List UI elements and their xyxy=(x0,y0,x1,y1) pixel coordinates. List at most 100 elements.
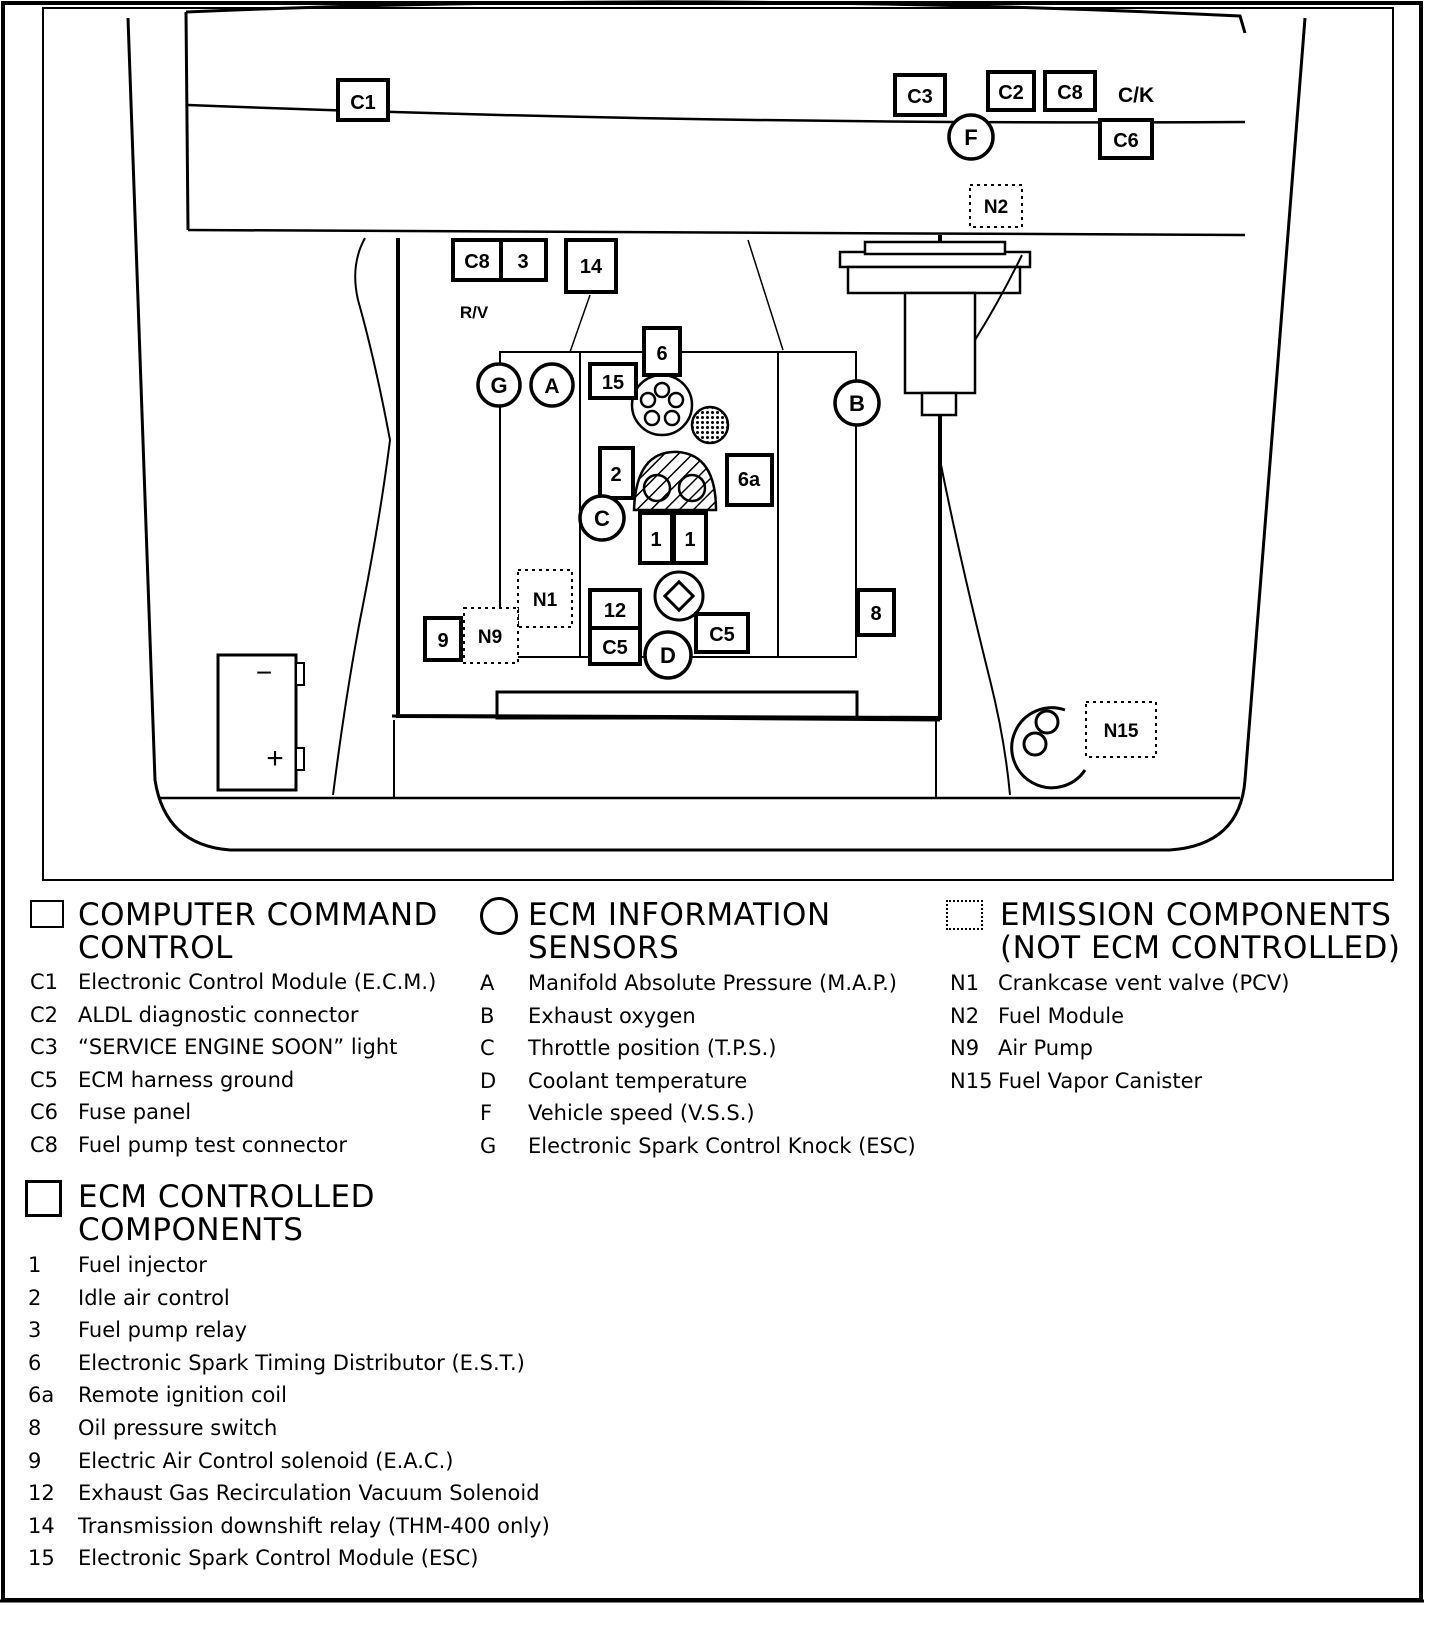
legend-item-description: Air Pump xyxy=(998,1036,1093,1060)
svg-text:C3: C3 xyxy=(907,86,933,108)
svg-text:D: D xyxy=(660,643,676,668)
ck-label: C/K xyxy=(1118,84,1154,107)
throttle-body xyxy=(632,450,718,512)
legend-item-description: Electric Air Control solenoid (E.A.C.) xyxy=(78,1448,454,1473)
legend-item-description: Exhaust oxygen xyxy=(528,1003,696,1028)
svg-text:C8: C8 xyxy=(464,251,490,273)
svg-text:C6: C6 xyxy=(1113,130,1139,152)
ccc-box-c5-right: C5 xyxy=(694,612,750,654)
legend-item-code: 14 xyxy=(28,1513,55,1538)
legend-item-code: 6a xyxy=(28,1383,55,1408)
svg-text:14: 14 xyxy=(580,256,603,278)
legend-ecm-controlled-symbol xyxy=(25,1180,62,1217)
svg-text:9: 9 xyxy=(437,630,448,652)
legend-item-description: Electronic Spark Control Knock (ESC) xyxy=(528,1133,916,1158)
svg-text:1: 1 xyxy=(684,529,695,551)
sensor-circle-c: C xyxy=(578,494,626,542)
legend-sensors-heading: ECM INFORMATION SENSORS xyxy=(528,897,831,966)
emission-box-n1: N1 xyxy=(517,569,573,628)
svg-text:15: 15 xyxy=(602,372,624,394)
legend-item-code: N15 xyxy=(950,1068,993,1093)
legend-item-description: Fuel pump test connector xyxy=(78,1132,347,1157)
legend-item-code: N1 xyxy=(950,971,980,995)
sensor-circle-f: F xyxy=(947,113,995,161)
ecm-box-14: 14 xyxy=(564,238,618,294)
svg-text:A: A xyxy=(544,375,559,398)
ccc-box-c8-mid: C8 xyxy=(451,238,503,282)
legend-item-code: C2 xyxy=(30,1002,59,1027)
legend-ccc-heading: COMPUTER COMMAND CONTROL xyxy=(78,897,438,966)
svg-text:C5: C5 xyxy=(602,637,628,659)
ecm-box-6a: 6a xyxy=(725,453,774,507)
emission-box-n9: N9 xyxy=(463,607,519,664)
ecm-box-6: 6 xyxy=(642,326,682,377)
diagram-panel-border xyxy=(42,7,1394,881)
legend-item-code: 1 xyxy=(28,1253,42,1277)
legend-emission-symbol xyxy=(946,900,983,930)
svg-text:C: C xyxy=(594,506,610,531)
svg-text:G: G xyxy=(490,373,507,398)
ccc-box-c2: C2 xyxy=(986,70,1036,112)
svg-text:2: 2 xyxy=(610,464,621,486)
battery-minus-label: − xyxy=(256,657,272,688)
legend-ecm-controlled-heading: ECM CONTROLLED COMPONENTS xyxy=(78,1179,375,1248)
legend-item-description: Throttle position (T.P.S.) xyxy=(528,1036,777,1060)
sensor-circle-a: A xyxy=(529,362,575,408)
legend-item-code: C3 xyxy=(30,1035,59,1059)
legend-item-code: B xyxy=(480,1003,495,1028)
legend-item-description: Fuel injector xyxy=(78,1253,207,1277)
legend-item-description: Coolant temperature xyxy=(528,1068,748,1093)
svg-text:1: 1 xyxy=(650,529,661,551)
legend-item-code: 8 xyxy=(28,1416,42,1440)
ecm-box-3: 3 xyxy=(499,238,548,282)
legend-item-code: D xyxy=(480,1068,497,1093)
legend-item-description: ALDL diagnostic connector xyxy=(78,1002,359,1027)
ecm-box-15: 15 xyxy=(588,362,638,400)
legend-item-description: Fuel pump relay xyxy=(78,1318,247,1343)
svg-text:3: 3 xyxy=(517,251,528,273)
legend-item-description: ECM harness ground xyxy=(78,1067,295,1092)
legend-item-description: Crankcase vent valve (PCV) xyxy=(998,971,1290,995)
legend-item-code: 15 xyxy=(28,1546,55,1571)
ecm-box-2: 2 xyxy=(598,446,635,500)
legend-item-description: Fuel Module xyxy=(998,1003,1125,1028)
legend-item-description: Manifold Absolute Pressure (M.A.P.) xyxy=(528,971,897,995)
legend-item-code: 2 xyxy=(28,1285,42,1310)
ecm-box-8: 8 xyxy=(856,588,896,637)
svg-text:8: 8 xyxy=(870,603,881,625)
ecm-box-1-right: 1 xyxy=(672,511,708,565)
svg-text:C2: C2 xyxy=(998,82,1024,104)
svg-text:N15: N15 xyxy=(1104,721,1139,742)
battery xyxy=(216,653,305,792)
ecm-box-12: 12 xyxy=(588,588,642,630)
legend-item-code: C8 xyxy=(30,1132,59,1157)
svg-text:N1: N1 xyxy=(533,590,558,611)
legend-item-code: G xyxy=(480,1133,497,1158)
coolant-sensor-housing xyxy=(653,570,705,622)
sensor-circle-b: B xyxy=(833,379,881,427)
ccc-box-c8-top: C8 xyxy=(1043,70,1097,112)
legend-item-description: Exhaust Gas Recirculation Vacuum Solenoi… xyxy=(78,1481,540,1506)
legend-item-description: “SERVICE ENGINE SOON” light xyxy=(78,1035,398,1059)
sensor-circle-d: D xyxy=(643,630,693,680)
legend-item-code: C xyxy=(480,1036,495,1060)
legend-item-code: 3 xyxy=(28,1318,42,1343)
svg-text:F: F xyxy=(964,125,977,150)
legend-item-code: C6 xyxy=(30,1100,59,1124)
legend-item-description: Fuel Vapor Canister xyxy=(998,1068,1203,1093)
svg-text:12: 12 xyxy=(604,600,626,622)
ccc-box-c6: C6 xyxy=(1098,118,1154,160)
svg-text:6a: 6a xyxy=(738,469,761,491)
distributor-cap xyxy=(630,373,730,445)
sensor-circle-g: G xyxy=(476,362,522,408)
legend-item-code: 6 xyxy=(28,1350,42,1375)
legend-item-description: Oil pressure switch xyxy=(78,1416,278,1440)
ccc-box-c3: C3 xyxy=(893,73,947,117)
svg-text:C5: C5 xyxy=(709,624,735,646)
svg-text:B: B xyxy=(849,391,865,416)
svg-text:C1: C1 xyxy=(350,92,376,114)
legend-item-code: N2 xyxy=(950,1003,980,1028)
emission-box-n2: N2 xyxy=(969,184,1023,228)
legend-item-description: Transmission downshift relay (THM-400 on… xyxy=(78,1513,550,1538)
